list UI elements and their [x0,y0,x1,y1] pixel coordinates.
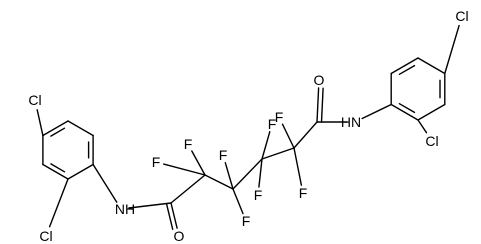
right-ring-double-bond-5 [398,102,416,114]
atom-label-f3: F [219,147,228,163]
atom-label-h-right: H [341,114,351,130]
bond-cf2_b-f3 [224,161,234,190]
bond-cf2_a-cf2_b [204,174,234,190]
right-ring-double-bond-1 [398,64,416,76]
bond-c_amide_left-cf2_a [170,174,206,204]
atom-label-cl-top-right: Cl [455,8,468,24]
bond-r2_c4-cl_top_right [444,24,460,75]
bond-cf2_d-c_amide_right [293,121,318,149]
atom-label-f7: F [299,185,308,201]
atom-label-f6: F [254,187,263,203]
atom-label-f8: F [275,109,284,125]
left-ring-bond-3 [67,163,94,180]
left-ring-bond-0 [42,120,69,137]
atom-label-f4: F [242,213,251,229]
bond-cf2_d-f7 [293,147,303,186]
bond-cf2_c-f6 [258,158,263,188]
bond-cl_top_left-r1_c1 [36,109,44,137]
atom-label-f5: F [268,116,277,132]
double-bond-c_amide_left-o_left [165,203,174,231]
left-ring-bond-1 [67,120,94,137]
atom-label-h-left: H [125,201,135,217]
bond-cf2_b-cf2_c [232,158,263,190]
right-ring-bond-5 [390,103,419,121]
right-ring-bond-1 [390,57,419,75]
atom-label-n-right: HN [341,114,361,130]
atom-label-n-right-n: N [351,114,361,130]
bond-cf2_d-f8 [281,123,295,149]
atom-label-n-left-n: N [115,201,125,217]
bond-n_right-r2_c1 [361,103,392,120]
double-bond-c_amide_right-o_right [320,87,324,123]
atom-label-cl-ortho-right: Cl [425,133,438,149]
atom-label-f2: F [184,136,193,152]
bond-cf2_b-f4 [232,188,244,215]
bond-c_amide_right-o_right [316,87,320,123]
atom-label-cl-top-left: Cl [28,92,41,108]
bond-cf2_c-cf2_d [261,147,295,160]
bond-cf2_a-f2 [191,150,206,176]
bond-cf2_c-f5 [261,130,271,160]
bond-n_left-c_amide_left [128,202,172,209]
atom-label-n-left: NH [115,201,135,217]
atom-label-f1: F [152,154,161,170]
right-ring-bond-2 [417,57,446,75]
right-ring-bond-4 [417,103,446,121]
atom-label-cl-ortho-left: Cl [39,228,52,244]
bond-r1_c4-n_left [92,163,118,203]
bond-r1_c5-cl_ortho_left [48,178,69,228]
atom-label-o-left: O [174,228,185,244]
bond-cf2_a-f1 [162,163,206,176]
left-ring-double-bond-4 [50,163,66,173]
atom-label-o-right: O [314,72,325,88]
bond-c_amide_left-o_left [170,202,178,229]
left-ring-double-bond-0 [50,127,66,137]
left-ring-bond-4 [42,163,69,180]
bond-r2_c2-cl_ortho_right [417,119,428,134]
bond-layer [36,24,460,231]
